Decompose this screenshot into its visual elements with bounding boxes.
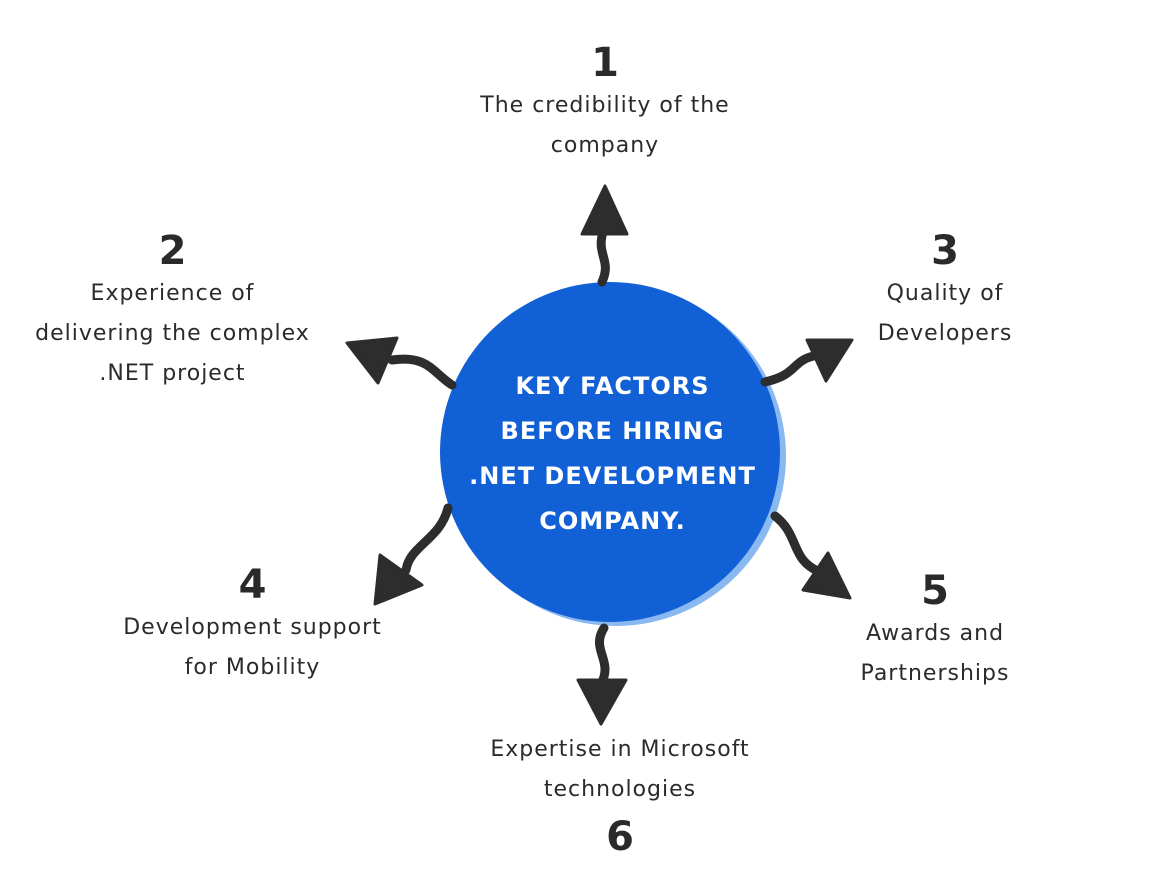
- factor-6-number: 6: [606, 814, 634, 860]
- factor-6: Expertise in Microsoft technologies 6: [440, 730, 800, 860]
- arrow-4-head: [373, 553, 424, 606]
- arrow-1-shaft: [596, 227, 610, 287]
- factor-4: 4 Development support for Mobility: [80, 562, 425, 688]
- factor-5-label: Awards and Partnerships: [860, 621, 1010, 686]
- center-title: KEY FACTORS BEFORE HIRING .NET DEVELOPME…: [469, 372, 756, 535]
- factor-1-label: The credibility of the company: [480, 93, 730, 158]
- arrow-to-factor-1: [580, 184, 629, 287]
- factor-1: 1 The credibility of the company: [430, 40, 780, 166]
- factor-5: 5 Awards and Partnerships: [810, 568, 1060, 694]
- arrow-3-shaft: [760, 350, 823, 387]
- factor-6-label: Expertise in Microsoft technologies: [490, 737, 750, 802]
- arrow-2-head: [345, 336, 399, 385]
- factor-2-number: 2: [158, 228, 187, 274]
- arrow-1-head: [580, 184, 629, 236]
- factor-3-label: Quality of Developers: [877, 281, 1013, 346]
- arrow-to-factor-6: [576, 623, 628, 726]
- arrow-to-factor-5: [770, 511, 852, 600]
- arrow-5-shaft: [770, 511, 825, 577]
- factor-4-number: 4: [238, 562, 267, 608]
- arrow-6-head: [576, 678, 628, 726]
- factor-4-label: Development support for Mobility: [123, 615, 382, 680]
- arrow-6-shaft: [594, 623, 610, 689]
- arrow-to-factor-4: [373, 503, 453, 606]
- factor-3-number: 3: [931, 228, 959, 274]
- arrow-to-factor-3: [760, 338, 854, 387]
- center-circle: [440, 282, 780, 622]
- arrow-to-factor-2: [345, 336, 457, 390]
- arrow-5-head: [801, 551, 852, 600]
- arrow-3-head: [805, 338, 854, 383]
- factor-5-number: 5: [921, 568, 949, 614]
- factor-2: 2 Experience of delivering the complex .…: [0, 228, 345, 394]
- arrow-4-shaft: [401, 503, 453, 575]
- factor-1-number: 1: [591, 40, 619, 86]
- factor-3: 3 Quality of Developers: [820, 228, 1070, 354]
- factor-2-label: Experience of delivering the complex .NE…: [35, 281, 310, 386]
- arrow-2-shaft: [387, 354, 457, 390]
